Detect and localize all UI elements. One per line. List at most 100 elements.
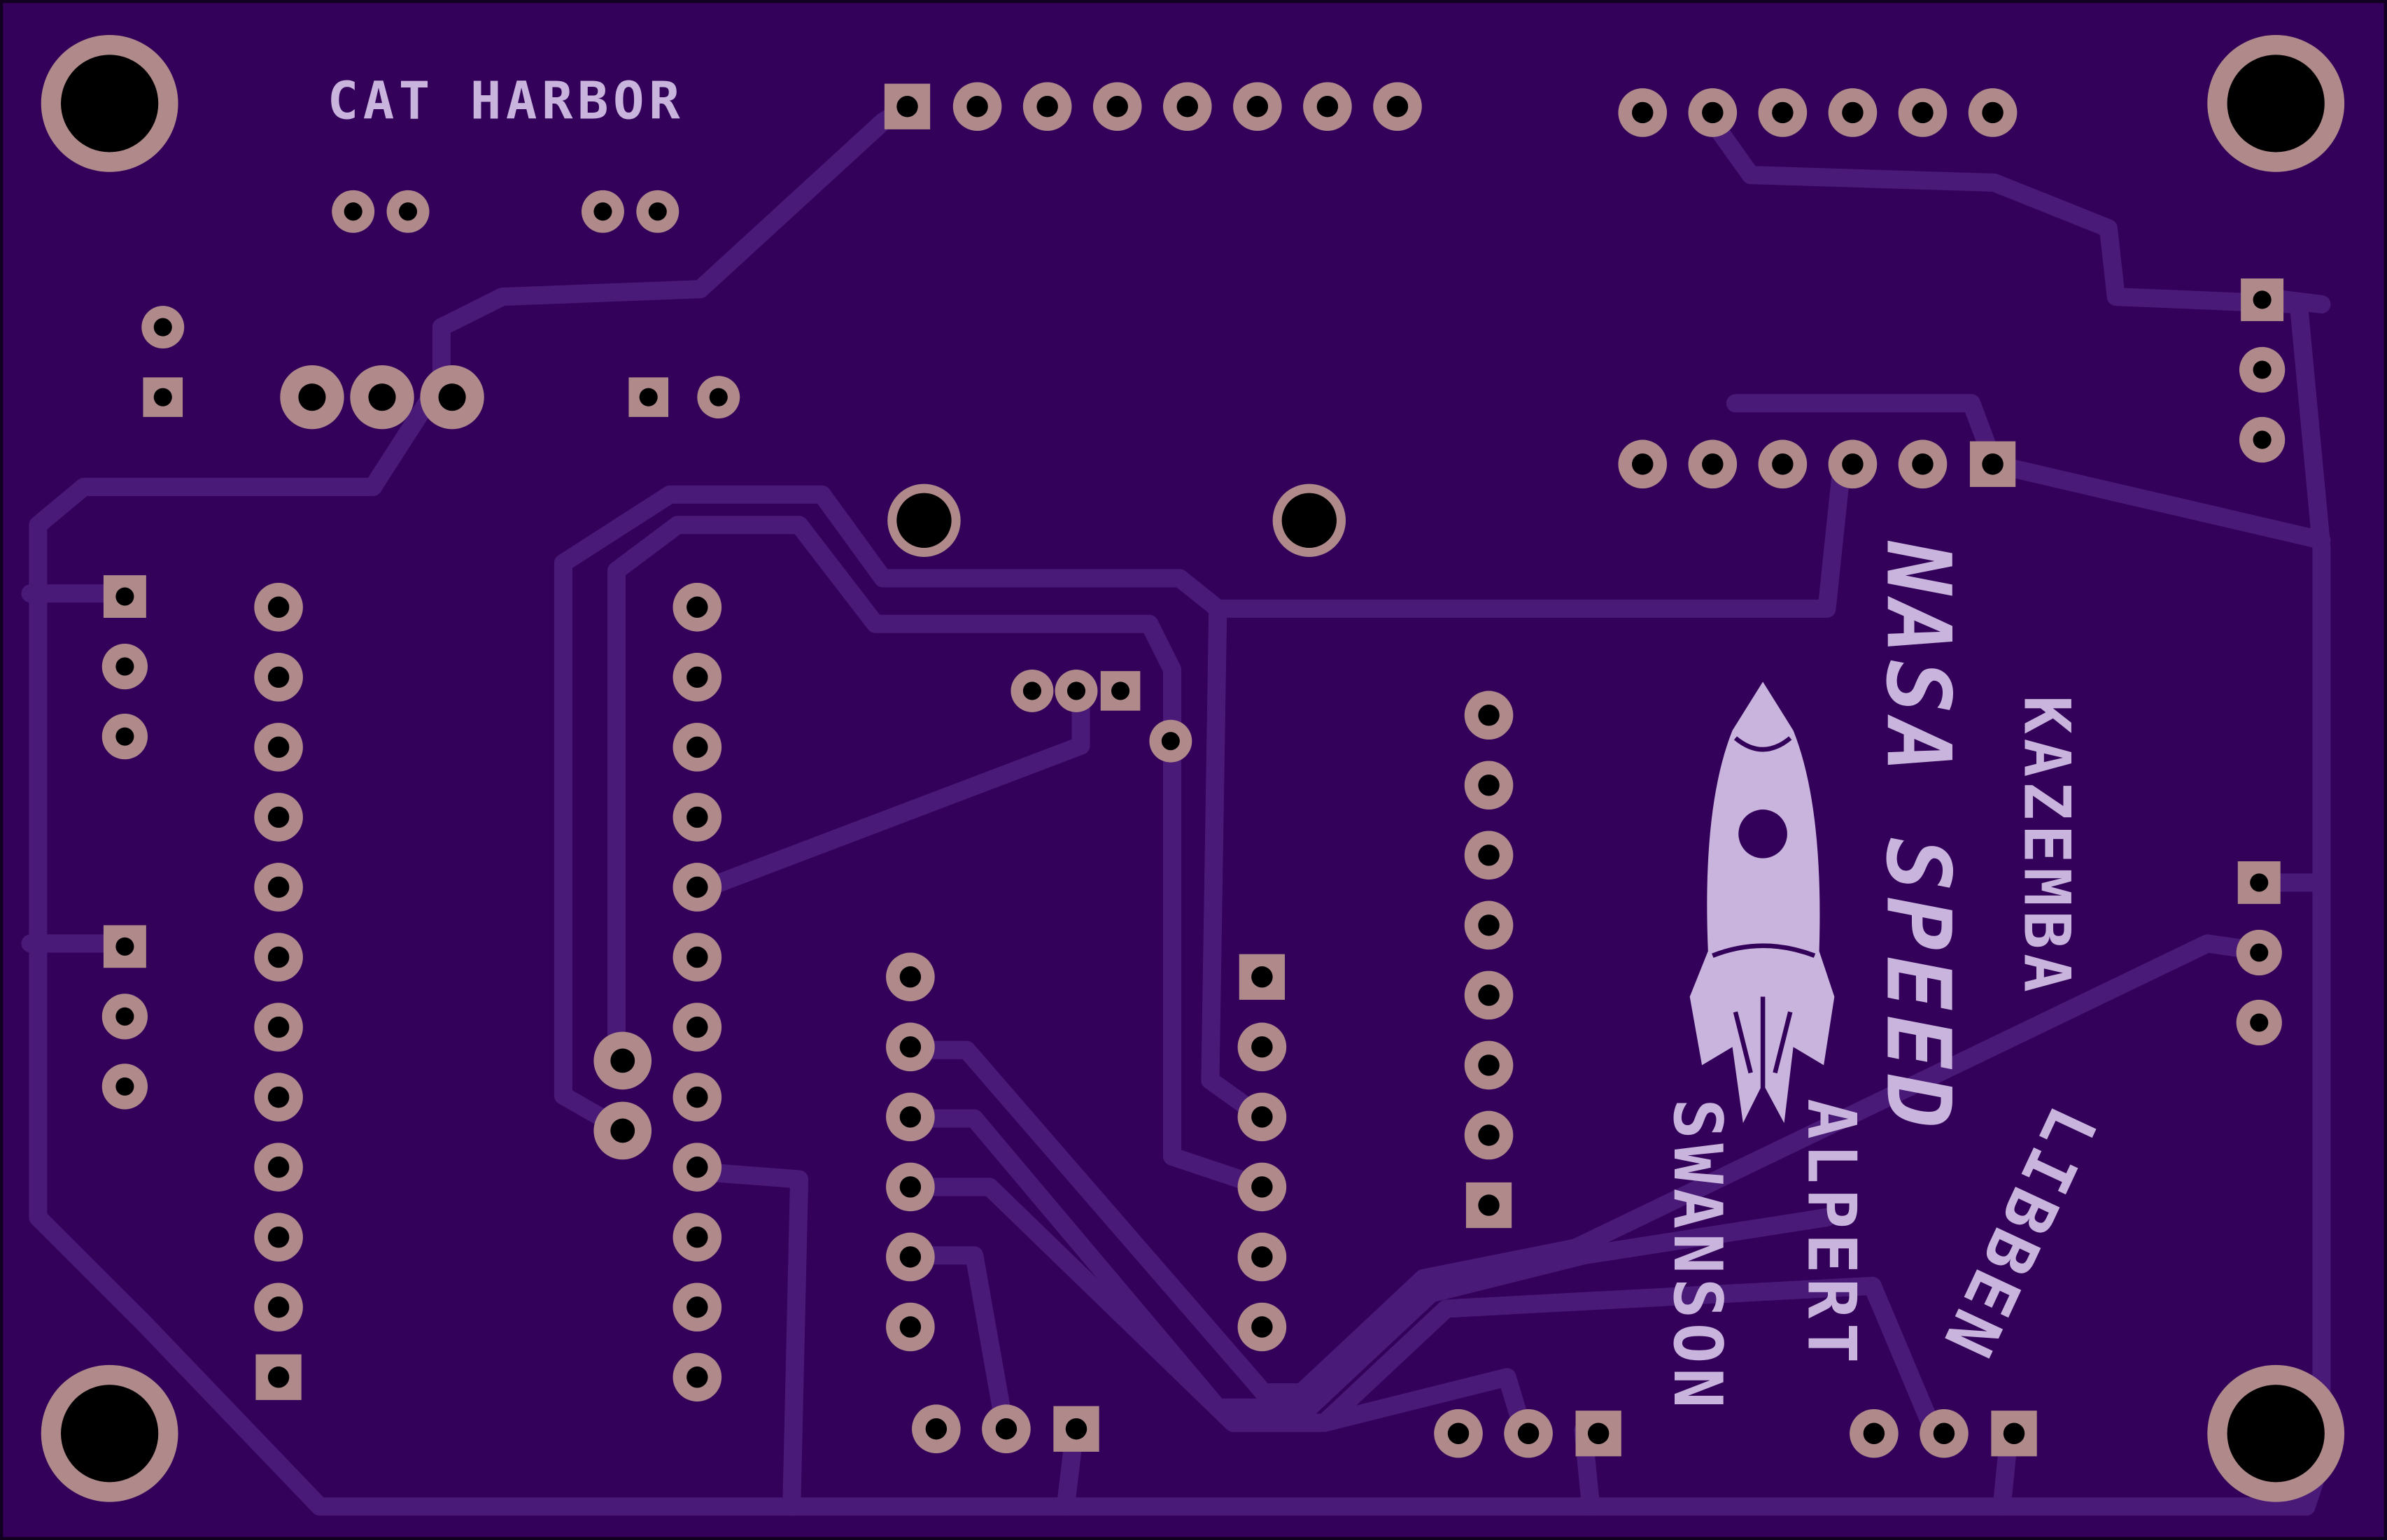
pad-drill [1772,101,1794,124]
pad-drill [267,736,290,758]
pad-drill [267,596,290,619]
pad-drill [153,388,172,407]
mounting-hole [61,55,159,153]
pad-drill [1316,96,1339,118]
project-label: NASA SPEED [1866,540,1969,1133]
pad-drill [1246,96,1269,118]
pad-drill [1517,1422,1540,1444]
pad-drill [899,966,922,988]
pad-drill [995,1418,1018,1440]
pad-drill [1478,775,1500,796]
pad-drill [1478,704,1500,726]
mounting-hole [61,1385,159,1483]
pad-drill [686,1086,708,1108]
pad-drill [899,1106,922,1128]
mounting-hole [896,493,952,548]
pad-drill [1982,101,2004,124]
mounting-holes [41,35,2345,1502]
pad-drill [648,202,667,221]
pad-drill [925,1418,948,1440]
pad-drill [593,202,612,221]
pad-drill [115,1007,134,1026]
name-swanson: SWANSON [1659,1099,1737,1413]
pad-drill [438,383,466,411]
pad-drill [267,666,290,688]
pad-drill [1912,101,1934,124]
pad-drill [2253,290,2272,309]
pad-drill [1447,1422,1470,1444]
pad-drill [115,657,134,676]
pad-drill [1912,453,1934,475]
pad-drill [1632,453,1654,475]
pad-drill [1251,1316,1273,1338]
pad-drill [2003,1422,2025,1444]
pad-drill [1702,453,1724,475]
pad-drill [2250,1013,2269,1032]
pad-drill [899,1316,922,1338]
name-kazemba: KAZEMBA [2009,695,2084,997]
pad-drill [2250,873,2269,892]
pad-drill [1933,1422,1955,1444]
pad-drill [610,1118,635,1143]
pad-drill [298,383,326,411]
pad-drill [1111,681,1130,700]
pad-drill [1065,1418,1087,1440]
pad-drill [686,1016,708,1038]
pad-drill [1702,101,1724,124]
pad-drill [2253,430,2272,449]
pad-drill [686,666,708,688]
pad-drill [686,1297,708,1318]
pad-drill [1251,1106,1273,1128]
pad-drill [686,736,708,758]
rocket-icon [1689,681,1835,1124]
pad-drill [686,1226,708,1248]
pad-drill [686,1366,708,1388]
pad-drill [267,1086,290,1108]
pad-drill [267,1156,290,1178]
pad-drill [899,1246,922,1268]
mounting-hole [2227,1385,2325,1483]
pad-drill [1036,96,1058,118]
pad-drill [1478,1194,1500,1216]
pad-drill [1587,1422,1610,1444]
pad-drill [709,388,728,407]
pad-drill [899,1036,922,1058]
pad-drill [966,96,988,118]
pad-drill [1251,1036,1273,1058]
pad-drill [2250,943,2269,962]
pad-drill [368,383,396,411]
pad-drill [267,1297,290,1318]
pad-drill [1478,914,1500,936]
pad-drill [686,596,708,619]
pad-drill [686,1156,708,1178]
pad-drill [1982,453,2004,475]
pads [101,82,2286,1458]
name-alpert: ALPERT [1792,1099,1871,1368]
pad-drill [1863,1422,1885,1444]
pad-drill [1066,681,1086,700]
pad-drill [1251,1176,1273,1198]
pad-drill [1478,1124,1500,1146]
pad-drill [153,318,172,337]
pad-drill [1161,732,1180,751]
pad-drill [1251,1246,1273,1268]
pad-drill [398,202,418,221]
board-name-label: CAT HARBOR [328,71,684,132]
pad-drill [639,388,658,407]
pad-drill [267,1366,290,1388]
pad-drill [1176,96,1199,118]
pad-drill [267,876,290,898]
pad-drill [1386,96,1409,118]
mounting-hole [1281,493,1337,548]
pad-drill [896,96,918,118]
mounting-hole [2227,55,2325,153]
pad-drill [686,946,708,968]
pad-drill [1478,1054,1500,1076]
pad-drill [267,806,290,828]
pad-drill [344,202,362,221]
pad-drill [115,937,134,956]
pad-drill [1632,101,1654,124]
pad-drill [267,1016,290,1038]
